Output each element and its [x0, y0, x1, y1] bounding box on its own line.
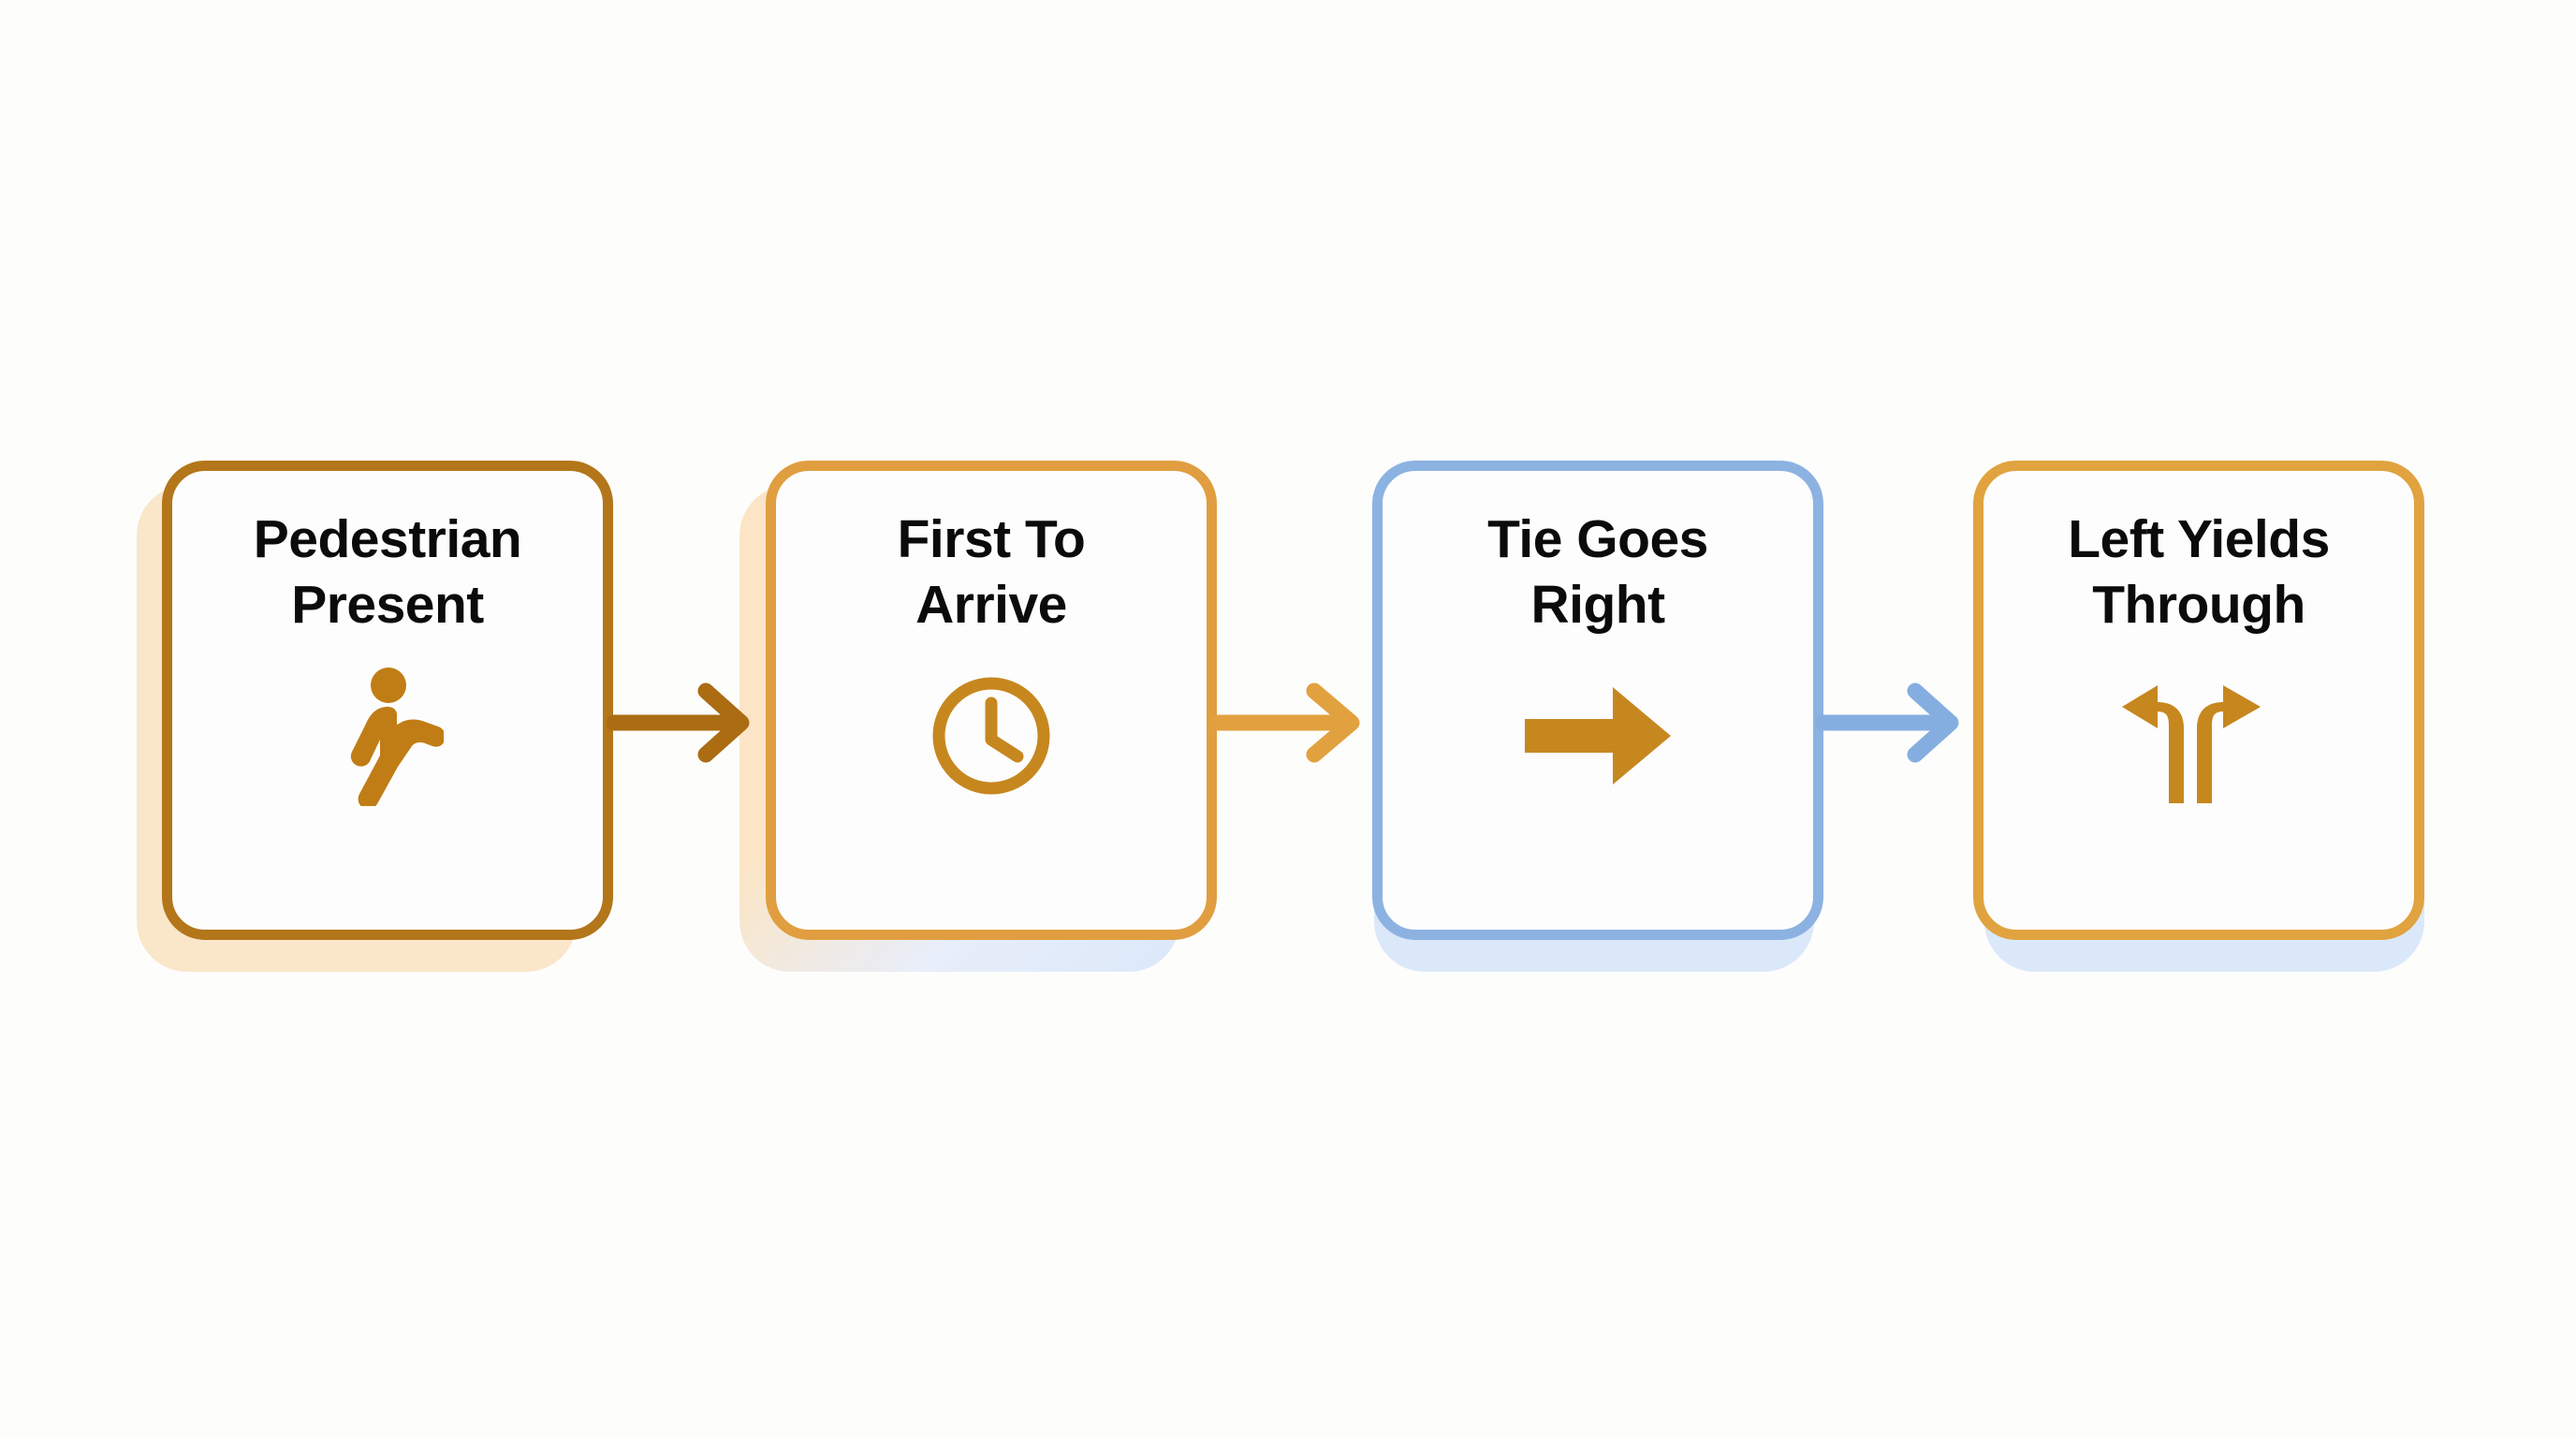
step-title-line2: Arrive	[915, 575, 1067, 636]
arrow-right-connector-icon	[1816, 682, 1959, 763]
step-title-line2: Through	[2092, 575, 2305, 636]
step-title-3: Tie Goes Right	[1383, 506, 1813, 638]
step-title-line1: Tie Goes	[1487, 509, 1708, 569]
step-title-1: Pedestrian Present	[172, 506, 603, 638]
arrow-right-connector-icon	[1211, 682, 1360, 763]
pedestrian-walking-icon	[303, 666, 472, 807]
step-title-2: First To Arrive	[776, 506, 1207, 638]
arrow-right-solid-icon	[1514, 666, 1682, 806]
step-title-line1: First To	[897, 509, 1086, 569]
step-card-left-yields-through[interactable]: Left Yields Through	[1973, 461, 2424, 940]
clock-icon	[907, 666, 1076, 806]
step-title-line1: Left Yields	[2068, 509, 2330, 569]
step-card-pedestrian-present[interactable]: Pedestrian Present	[162, 461, 613, 940]
step-title-line2: Right	[1530, 575, 1665, 636]
arrow-right-connector-icon	[607, 682, 750, 763]
step-card-first-to-arrive[interactable]: First To Arrive	[766, 461, 1217, 940]
step-title-4: Left Yields Through	[1983, 506, 2414, 638]
step-title-line1: Pedestrian	[253, 509, 522, 569]
step-title-line2: Present	[291, 575, 484, 636]
road-fork-icon	[2115, 666, 2283, 806]
step-card-tie-goes-right[interactable]: Tie Goes Right	[1372, 461, 1823, 940]
